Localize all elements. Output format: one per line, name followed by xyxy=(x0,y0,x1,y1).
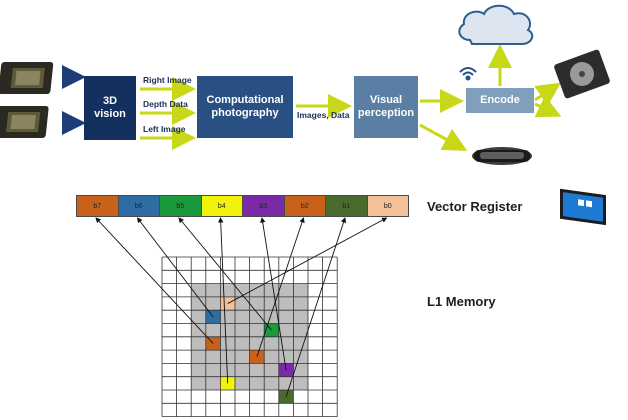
register-cell-b0: b0 xyxy=(366,195,409,217)
load-arrow xyxy=(95,217,214,344)
computational-photography-label: Computational photography xyxy=(206,94,284,119)
visual-perception-label: Visual perception xyxy=(357,94,415,119)
load-arrow xyxy=(260,217,287,371)
right-image-label: Right Image xyxy=(143,75,192,85)
l1-memory-title: L1 Memory xyxy=(427,294,496,309)
hard-drive-icon xyxy=(554,49,610,99)
cloud-icon xyxy=(458,4,534,45)
depth-data-label: Depth Data xyxy=(143,99,188,109)
load-arrow xyxy=(136,217,214,318)
vector-register-title: Vector Register xyxy=(427,199,523,214)
register-cell-b4: b4 xyxy=(200,195,243,217)
register-cell-b5: b5 xyxy=(159,195,202,217)
camera-sensor-icon xyxy=(0,106,49,138)
encode-label: Encode xyxy=(480,94,520,106)
images-data-label: Images, Data xyxy=(297,110,350,120)
tablet-icon xyxy=(560,188,606,226)
3d-vision-label: 3D vision xyxy=(94,95,126,120)
load-arrow xyxy=(256,217,305,357)
left-image-label: Left Image xyxy=(143,124,186,134)
load-arrow xyxy=(178,217,272,331)
memory-element xyxy=(278,390,294,404)
computational-photography-block: Computational photography xyxy=(197,76,293,138)
memory-panel xyxy=(0,178,628,420)
visual-perception-block: Visual perception xyxy=(354,76,418,138)
vr-headset-icon xyxy=(472,147,532,165)
encode-block: Encode xyxy=(466,88,534,113)
load-arrow xyxy=(285,217,347,397)
load-arrow xyxy=(217,217,229,384)
3d-vision-block: 3D vision xyxy=(84,76,136,140)
register-cell-b7: b7 xyxy=(76,195,119,217)
wifi-icon xyxy=(459,67,477,81)
load-arrow xyxy=(227,217,388,304)
camera-sensor-icon xyxy=(0,62,54,94)
